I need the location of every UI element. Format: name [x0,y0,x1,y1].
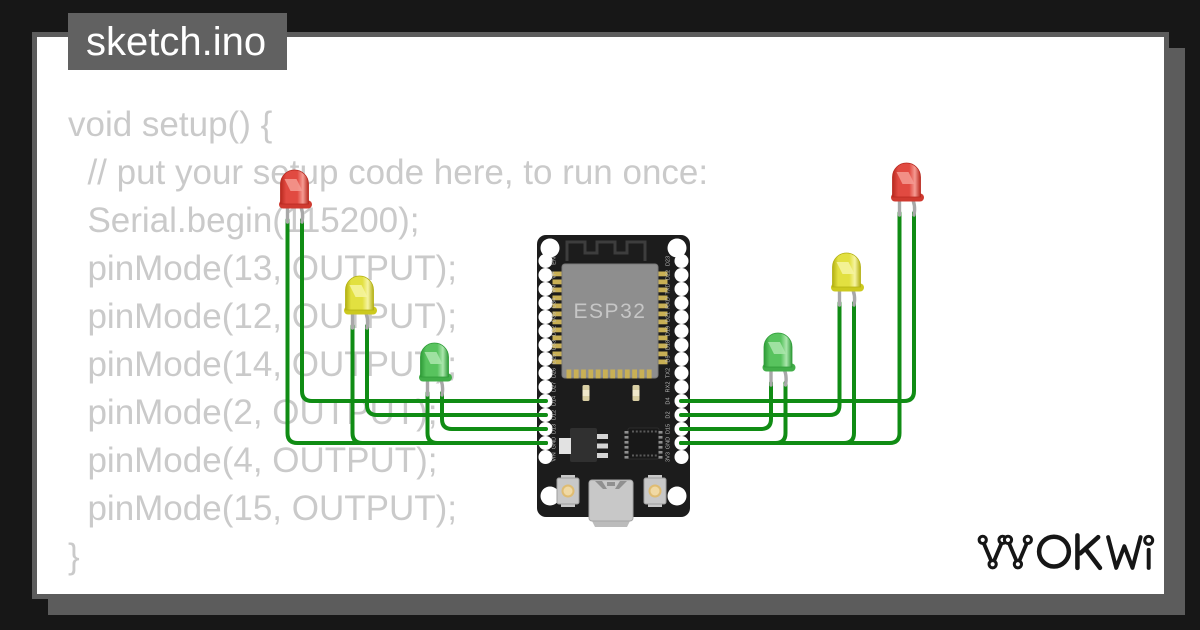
code-line: pinMode(12, OUTPUT); [68,297,457,336]
code-line: Serial.begin(115200); [68,201,420,240]
code-line: pinMode(2, OUTPUT); [68,393,438,432]
code-line: // put your setup code here, to run once… [68,153,709,192]
logo-o [1036,534,1072,569]
file-tab: sketch.ino [68,13,287,70]
logo-w2 [1106,535,1143,570]
code-line: void setup() { [68,105,273,144]
logo-w1-nodes [977,534,1033,570]
code-line: pinMode(14, OUTPUT); [68,345,457,384]
code-block: void setup() { // put your setup code he… [68,101,708,581]
logo-k [1075,533,1103,571]
code-line: } [68,537,80,576]
file-name: sketch.ino [86,19,267,64]
logo-i [1143,534,1155,570]
code-line: pinMode(4, OUTPUT); [68,441,438,480]
code-line: pinMode(13, OUTPUT); [68,249,457,288]
wokwi-logo [971,519,1155,579]
code-line: pinMode(15, OUTPUT); [68,489,457,528]
